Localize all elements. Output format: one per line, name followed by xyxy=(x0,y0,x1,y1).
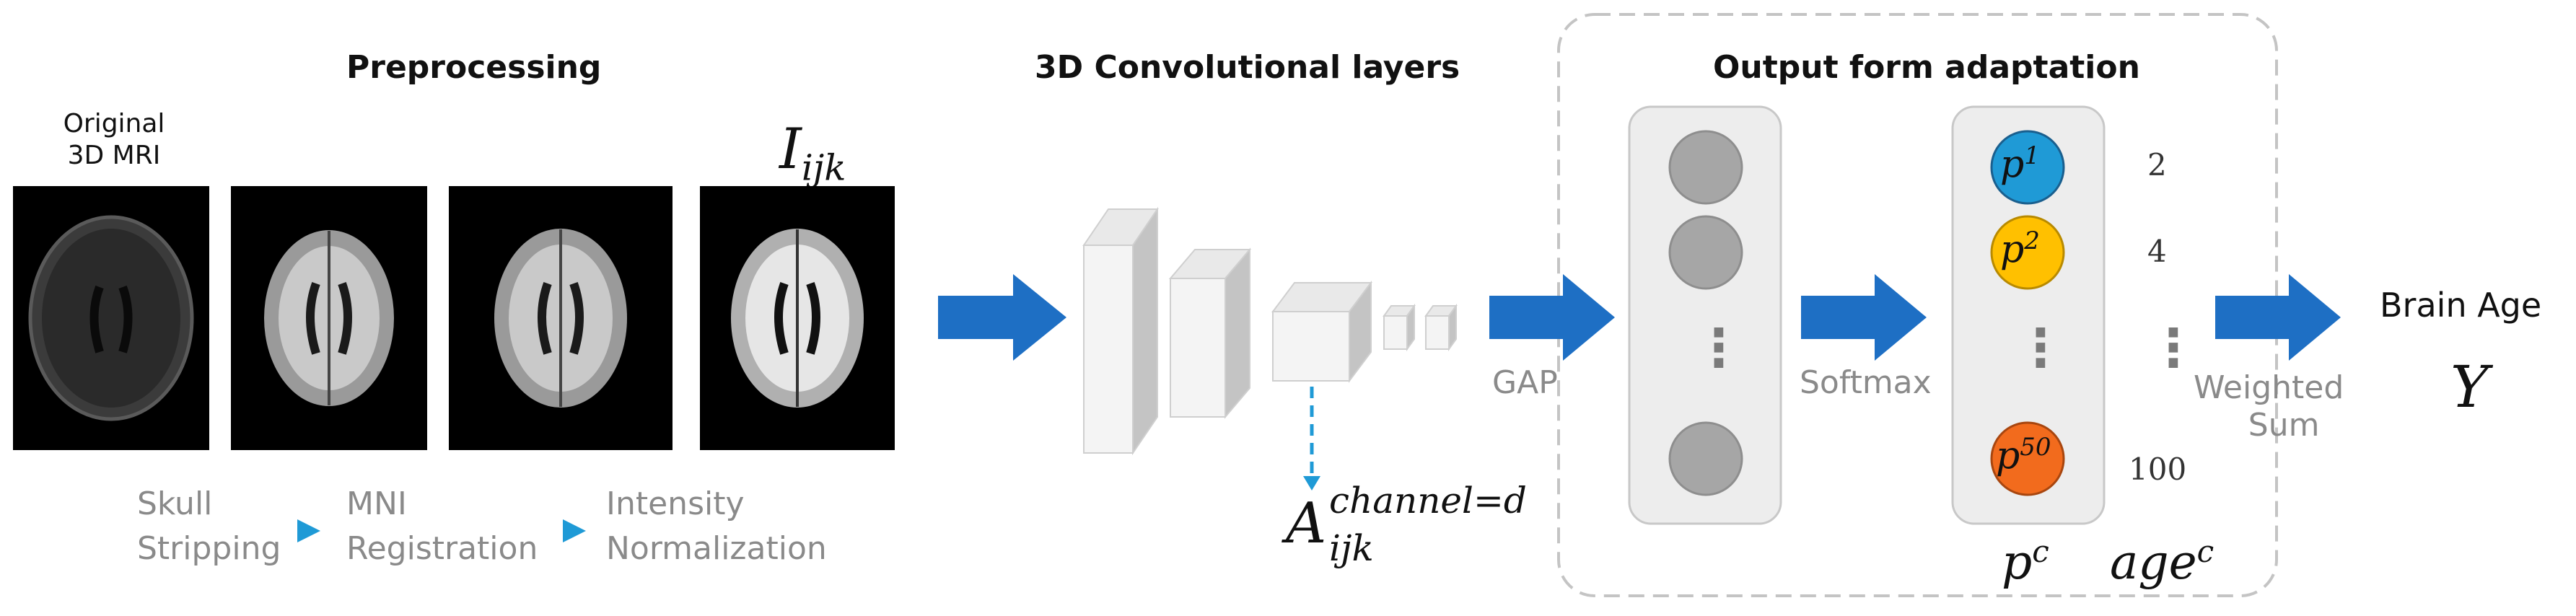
skull-stripping-label: Skull Stripping xyxy=(137,482,281,571)
prob-label-2: p2 xyxy=(2000,226,2040,271)
agec-label: agec xyxy=(2110,534,2214,590)
original-mri-label: Original 3D MRI xyxy=(13,108,215,172)
conv-layers-title: 3D Convolutional layers xyxy=(1035,49,1460,86)
node-ellipsis: ⋮ xyxy=(1693,317,1745,378)
output-adaptation-title: Output form adaptation xyxy=(1713,49,2140,86)
age-value-1: 2 xyxy=(2147,147,2167,182)
probability-panel xyxy=(1951,105,2106,525)
pc-label: pc xyxy=(2002,534,2049,590)
prob-1-sup: 1 xyxy=(2024,141,2040,170)
prob-1-base: p xyxy=(2000,143,2025,187)
age-ellipsis: ⋮ xyxy=(2147,317,2199,378)
activation-symbol: A channel=d ijk xyxy=(1286,480,1527,569)
step1-line1: Skull xyxy=(137,485,213,522)
preprocessing-title: Preprocessing xyxy=(346,49,602,86)
conv-block-2 xyxy=(1168,247,1252,419)
age-value-2: 4 xyxy=(2147,234,2167,269)
gap-label: GAP xyxy=(1492,364,1558,401)
age-value-100: 100 xyxy=(2129,452,2187,487)
prob-node-1 xyxy=(1990,130,2065,205)
conv-block-3 xyxy=(1271,281,1372,383)
intensity-symbol: Iijk xyxy=(779,117,846,189)
normalized-image xyxy=(700,186,895,450)
activation-base: A xyxy=(1286,491,1327,556)
node-last xyxy=(1668,421,1743,496)
weighted-sum-label: Weighted Sum xyxy=(2194,369,2344,444)
agec-base: age xyxy=(2110,534,2197,590)
conv-block-5 xyxy=(1424,303,1458,352)
prob-label-1: p1 xyxy=(2000,141,2040,186)
mni-registered-image xyxy=(449,186,673,450)
gap-arrow xyxy=(1489,274,1615,361)
activation-sub: ijk xyxy=(1329,527,1374,569)
intensity-symbol-base: I xyxy=(779,117,802,182)
intensity-symbol-sub: ijk xyxy=(801,146,846,189)
brain-age-label: Brain Age xyxy=(2380,286,2542,325)
prob-50-base: p xyxy=(1996,434,2020,478)
original-brain-graphic xyxy=(28,215,194,421)
step-arrow-1 xyxy=(297,519,320,542)
step1-line2: Stripping xyxy=(137,530,281,567)
weighted-line: Weighted xyxy=(2194,369,2344,406)
pc-sup: c xyxy=(2032,534,2049,569)
original-label-line2: 3D MRI xyxy=(67,141,161,170)
step-arrow-2 xyxy=(563,519,586,542)
node-2 xyxy=(1668,215,1743,290)
weighted-sum-arrow xyxy=(2215,274,2341,361)
prob-label-50: p50 xyxy=(1996,433,2051,478)
softmax-arrow xyxy=(1801,274,1927,361)
normalized-brain-graphic xyxy=(731,229,864,408)
softmax-label: Softmax xyxy=(1800,364,1932,401)
conv-block-4 xyxy=(1383,303,1416,352)
arrow-preprocess-to-conv xyxy=(938,274,1066,361)
registered-brain-graphic xyxy=(494,229,627,408)
mni-registration-label: MNI Registration xyxy=(346,482,538,571)
agec-sup: c xyxy=(2196,534,2214,569)
prob-50-sup: 50 xyxy=(2020,433,2051,462)
activation-sup: channel=d xyxy=(1329,480,1527,522)
skull-stripped-image xyxy=(231,186,427,450)
sum-line: Sum xyxy=(2248,407,2320,444)
brain-age-y: Y xyxy=(2450,353,2489,421)
step3-line1: Intensity xyxy=(606,485,745,522)
activation-arrowhead xyxy=(1303,476,1320,490)
pc-base: p xyxy=(2002,534,2033,590)
step3-line2: Normalization xyxy=(606,530,827,567)
prob-2-sup: 2 xyxy=(2024,226,2040,255)
step2-line2: Registration xyxy=(346,530,538,567)
intensity-normalization-label: Intensity Normalization xyxy=(606,482,827,571)
prob-ellipsis: ⋮ xyxy=(2015,317,2067,378)
step2-line1: MNI xyxy=(346,485,407,522)
conv-block-1 xyxy=(1082,206,1159,456)
original-label-line1: Original xyxy=(63,109,165,138)
node-1 xyxy=(1668,130,1743,205)
prob-node-2 xyxy=(1990,215,2065,290)
prob-node-50 xyxy=(1990,421,2065,496)
original-mri-image xyxy=(13,186,209,450)
node-panel xyxy=(1628,105,1782,525)
prob-2-base: p xyxy=(2000,228,2025,272)
stripped-brain-graphic xyxy=(264,230,394,406)
